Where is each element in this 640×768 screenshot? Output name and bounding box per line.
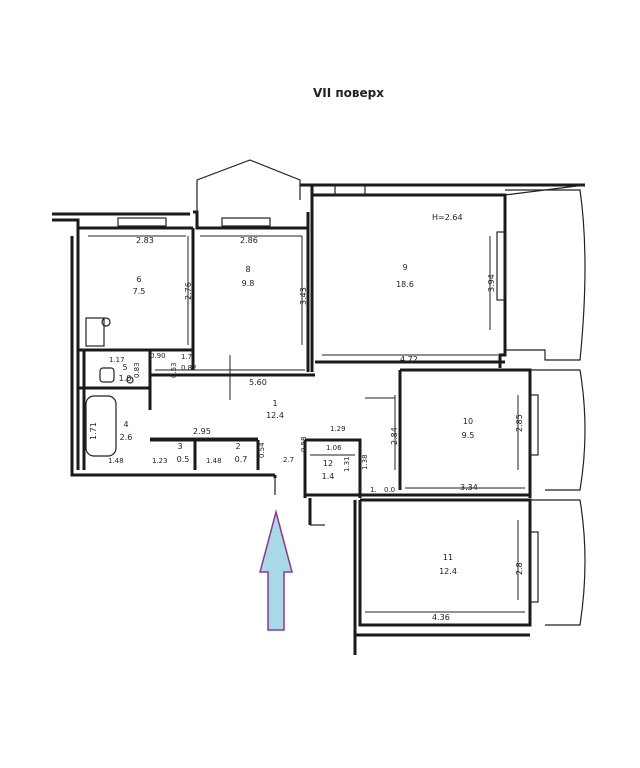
dim-label: 2.86 [240, 236, 258, 245]
dim-label: 3.43 [299, 287, 308, 305]
dim-label: 2.95 [193, 427, 211, 436]
dim-label: 1.7 [181, 353, 192, 361]
dim-label: 0.54 [258, 442, 266, 458]
room-9-number: 9 [402, 263, 407, 272]
dim-label: 0.83 [133, 362, 141, 378]
ceiling-height: H=2.64 [432, 213, 463, 222]
dim-label: 0.90 [150, 352, 166, 360]
room-10-number: 10 [463, 417, 473, 426]
dim-label: 1.17 [109, 356, 125, 364]
dim-label: 2.76 [184, 282, 193, 300]
room-6-area: 7.5 [133, 287, 146, 296]
dim-label: 2.83 [136, 236, 154, 245]
dim-label: 0.0 [384, 486, 395, 494]
dim-label: 1.23 [152, 457, 168, 465]
room-11-number: 11 [443, 553, 453, 562]
dim-label: 5.60 [249, 378, 267, 387]
room-6-number: 6 [136, 275, 141, 284]
room-2-number: 2 [235, 442, 240, 451]
room-5-number: 5 [122, 363, 127, 372]
dim-label: 2.7 [283, 456, 294, 464]
windows [117, 184, 539, 603]
room-8-area: 9.8 [242, 279, 255, 288]
room-11-area: 12.4 [439, 567, 457, 576]
room-8-number: 8 [245, 265, 250, 274]
dim-label: 2.85 [515, 414, 524, 432]
room-5-area: 1.0 [119, 374, 132, 383]
dim-label: 1.06 [326, 444, 342, 452]
dim-label: 1.48 [108, 457, 124, 465]
dim-label: 1.31 [343, 456, 351, 472]
room-3-number: 3 [177, 442, 182, 451]
dim-label: 0.53 [170, 362, 178, 378]
dim-label: 1.38 [361, 454, 369, 470]
entrance-arrow-icon [259, 509, 293, 631]
dim-label: 2.8 [515, 562, 524, 575]
room-12-number: 12 [323, 459, 333, 468]
room-3-area: 0.5 [177, 455, 190, 464]
dim-label: 4.36 [432, 613, 450, 622]
dim-label: 3.94 [487, 274, 496, 292]
room-4-number: 4 [123, 420, 128, 429]
dim-label: 1. [370, 486, 377, 494]
dimension-labels: 2.83 2.86 2.76 3.43 3.94 4.72 1.17 0.90 … [89, 236, 524, 622]
fixtures [85, 317, 134, 457]
dim-label: 0.82 [181, 364, 197, 372]
room-1-area: 12.4 [266, 411, 284, 420]
dim-label: 3.34 [460, 483, 478, 492]
dimension-lines [88, 235, 525, 613]
dim-label: 4.72 [400, 355, 418, 364]
dim-label: 1.48 [206, 457, 222, 465]
dim-label: 1.71 [89, 422, 98, 440]
dim-label: 1.29 [330, 425, 346, 433]
floor-title: VII поверх [313, 86, 384, 100]
dim-label: 0.58 [300, 436, 308, 452]
room-10-area: 9.5 [462, 431, 475, 440]
dim-label: 2.84 [390, 427, 399, 445]
room-1-number: 1 [272, 399, 277, 408]
room-9-area: 18.6 [396, 280, 414, 289]
room-4-area: 2.6 [120, 433, 133, 442]
room-12-area: 1.4 [322, 472, 335, 481]
room-2-area: 0.7 [235, 455, 248, 464]
